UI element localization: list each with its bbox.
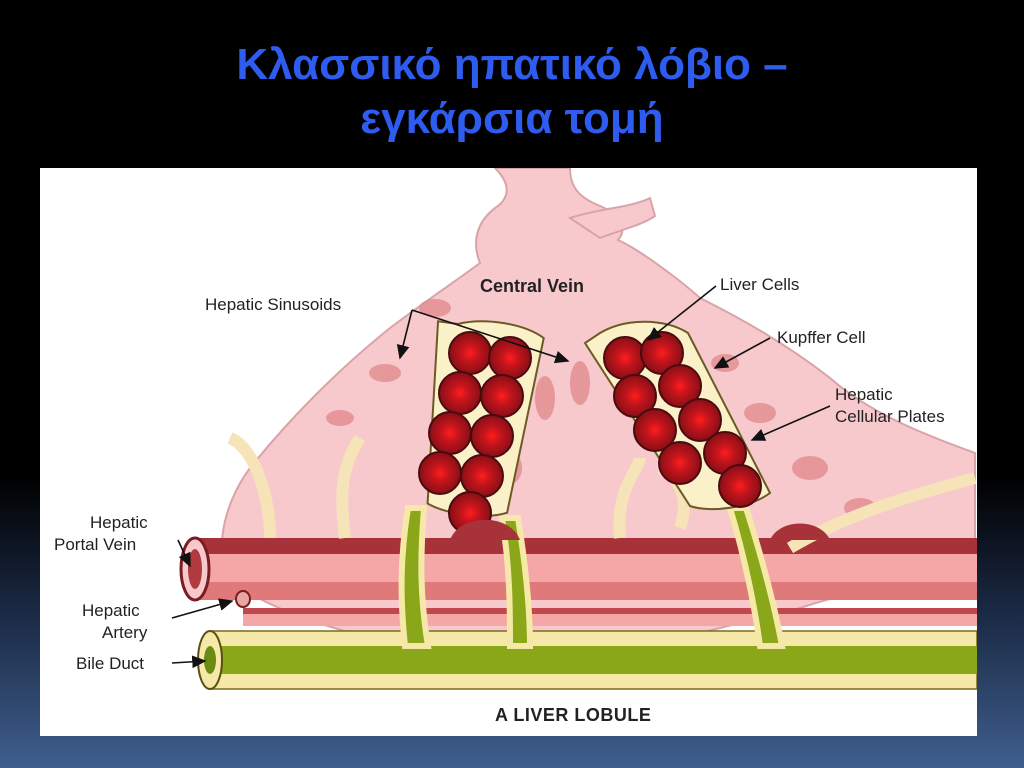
- left-plate-liver-cells: [418, 331, 532, 535]
- label-kupffer-cell: Kupffer Cell: [777, 328, 866, 347]
- label-hepatic-artery-line-2: Artery: [102, 623, 148, 642]
- left-hepatic-plate: [418, 320, 545, 535]
- label-hepatic-cellular-plates-line-2: Cellular Plates: [835, 407, 945, 426]
- label-hepatic-portal-vein-line-2: Portal Vein: [54, 535, 136, 554]
- label-central-vein: Central Vein: [480, 276, 584, 296]
- liver-lobule-figure: Central Vein Hepatic Sinusoids Liver Cel…: [40, 168, 977, 736]
- hepatic-portal-vein: [179, 536, 977, 602]
- bile-duct: [197, 630, 977, 690]
- slide-title-line-2: εγκάρσια τομή: [360, 94, 664, 143]
- label-hepatic-sinusoids: Hepatic Sinusoids: [205, 295, 341, 314]
- figure-caption: A LIVER LOBULE: [495, 705, 651, 725]
- leader-lines: [171, 285, 831, 669]
- bile-ductules: [398, 505, 786, 649]
- label-liver-cells: Liver Cells: [720, 275, 799, 294]
- label-hepatic-cellular-plates-line-1: Hepatic: [835, 385, 893, 404]
- central-vein-branch: [567, 196, 657, 240]
- right-hepatic-plate: [583, 320, 772, 511]
- label-hepatic-artery-line-1: Hepatic: [82, 601, 140, 620]
- liver-lobule-diagram: Central Vein Hepatic Sinusoids Liver Cel…: [54, 168, 977, 725]
- vessel-humps: [450, 519, 830, 540]
- label-hepatic-portal-vein-line-1: Hepatic: [90, 513, 148, 532]
- right-plate-liver-cells: [603, 331, 762, 508]
- slide-title: Κλασσικό ηπατικό λόβιο – εγκάρσια τομή: [0, 38, 1024, 146]
- slide-title-line-1: Κλασσικό ηπατικό λόβιο –: [236, 40, 788, 89]
- label-bile-duct: Bile Duct: [76, 654, 144, 673]
